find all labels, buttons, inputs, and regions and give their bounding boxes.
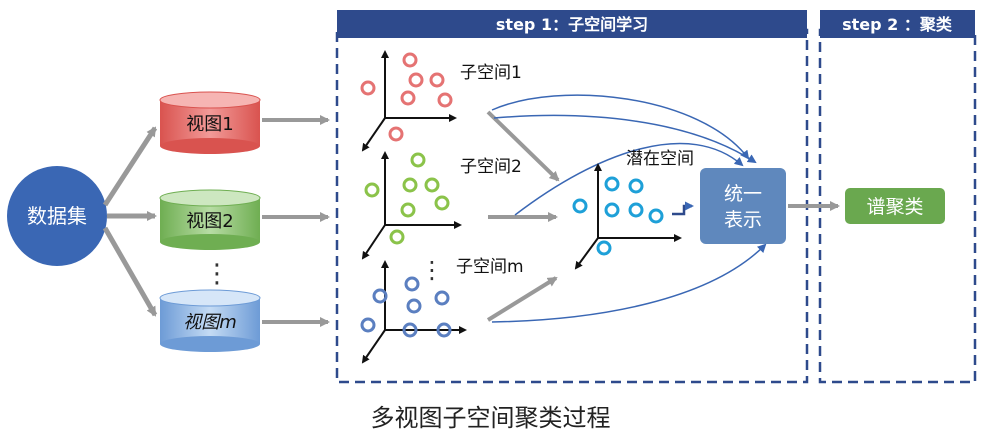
dataset-to-views-arrows xyxy=(102,126,158,317)
view-1-cylinder: 视图1 xyxy=(159,91,261,154)
spectral-clustering-label: 谱聚类 xyxy=(866,196,923,218)
view-m-cylinder: 视图m xyxy=(159,289,261,352)
latent-space-label: 潜在空间 xyxy=(626,149,694,169)
unified-line-1: 统一 xyxy=(724,183,762,205)
subspace-1-axes xyxy=(361,50,457,152)
subspaces-to-unified-curves xyxy=(491,94,767,323)
subspace-1-points xyxy=(360,52,453,142)
step2-header xyxy=(820,10,975,38)
figure-caption: 多视图子空间聚类过程 xyxy=(370,404,611,432)
latent-space-axes xyxy=(574,163,682,270)
spectral-clustering-box: 谱聚类 xyxy=(845,188,945,224)
subspace-m-label: 子空间m xyxy=(456,257,524,277)
view-1-label: 视图1 xyxy=(186,114,233,135)
subspace-2-axes xyxy=(361,151,462,260)
subspace-1-label: 子空间1 xyxy=(460,63,522,83)
unified-representation-box: 统一 表示 xyxy=(700,168,786,244)
latent-to-unified-connector xyxy=(672,201,694,216)
view-m-label: 视图m xyxy=(183,312,237,333)
unified-line-2: 表示 xyxy=(724,209,762,231)
views-to-subspaces-arrows xyxy=(262,115,330,327)
subspace-2-label: 子空间2 xyxy=(460,157,522,177)
dataset-node: 数据集 xyxy=(7,166,107,266)
views-ellipsis: ⋮ xyxy=(204,259,230,289)
step1-header xyxy=(337,10,807,38)
dataset-label: 数据集 xyxy=(27,204,87,228)
subspace-2-points xyxy=(364,152,450,245)
view-2-label: 视图2 xyxy=(186,211,233,232)
latent-space-points xyxy=(572,176,664,256)
subspace-m-points xyxy=(360,276,452,338)
step2-title: step 2 ：聚类 xyxy=(842,15,953,34)
view-2-cylinder: 视图2 xyxy=(159,189,261,250)
step1-panel: step 1：子空间学习 xyxy=(335,10,809,384)
step1-title: step 1：子空间学习 xyxy=(496,15,648,34)
subspaces-to-latent-arrows xyxy=(486,110,560,322)
subspaces-ellipsis: ⋮ xyxy=(420,256,444,284)
